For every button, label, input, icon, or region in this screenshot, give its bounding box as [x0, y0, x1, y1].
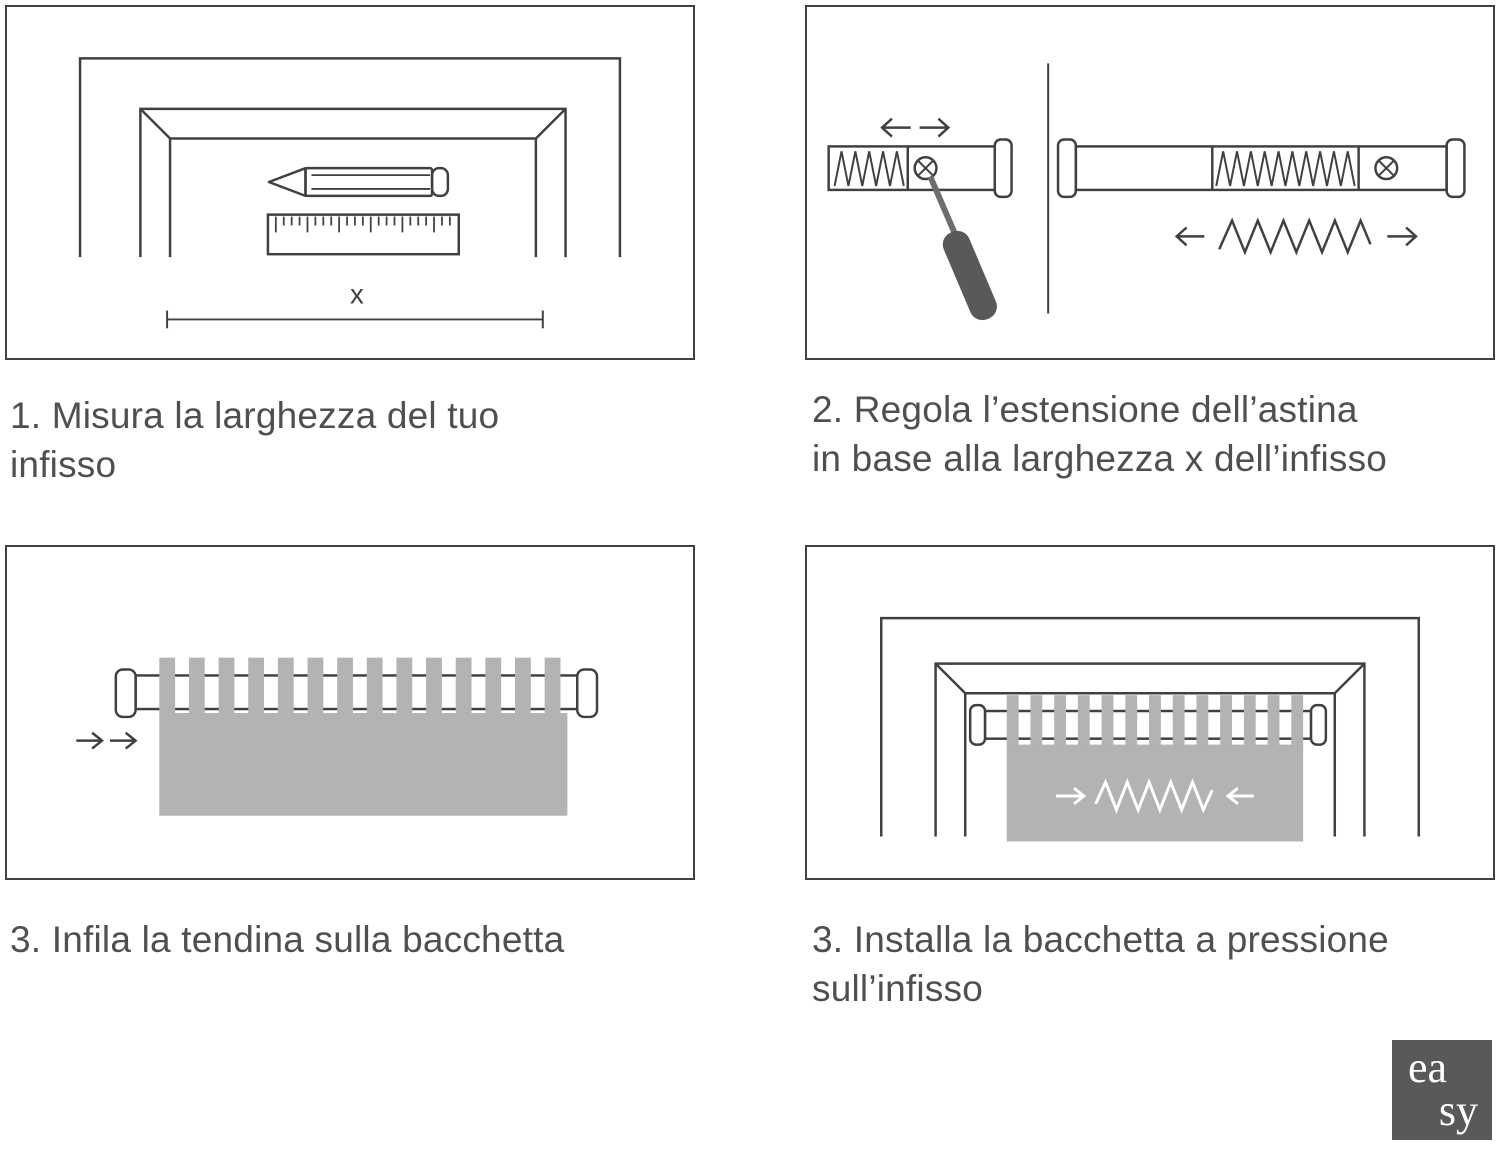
- step1-illustration: x: [78, 57, 622, 329]
- compress-spring-icon: [1056, 778, 1254, 814]
- step2-panel: [805, 5, 1495, 360]
- adjust-arrows-icon: [880, 117, 951, 138]
- measure-line: [166, 310, 544, 329]
- step3-panel: [5, 545, 695, 880]
- window-frame-inner: [139, 107, 567, 258]
- easy-logo-line1: ea: [1408, 1043, 1448, 1092]
- ruler-icon: [266, 213, 460, 256]
- easy-logo-line2: sy: [1438, 1086, 1478, 1135]
- screwdriver-icon: [927, 175, 997, 321]
- step4-caption: 3. Installa la bacchetta a pressione sul…: [812, 916, 1492, 1014]
- step2-illustration: [827, 63, 1466, 321]
- curtain: [1006, 695, 1304, 842]
- thread-arrows-icon: [76, 731, 138, 750]
- extend-spring-icon: [1174, 217, 1418, 256]
- step3-caption-line1: 3. Infila la tendina sulla bacchetta: [10, 919, 565, 960]
- step4-caption-line1: 3. Installa la bacchetta a pressione: [812, 919, 1389, 960]
- step3-illustration: [76, 657, 599, 816]
- measure-label: x: [350, 279, 364, 310]
- step1-caption: 1. Misura la larghezza del tuo infisso: [10, 392, 650, 490]
- step2-caption-line2: in base alla larghezza x dell’infisso: [812, 437, 1388, 479]
- window-frame-inner: [934, 662, 1366, 837]
- step4-illustration: [880, 616, 1420, 842]
- curtain: [159, 657, 568, 816]
- step4-panel: [805, 545, 1495, 880]
- step1-panel: x: [5, 5, 695, 360]
- step1-caption-line2: infisso: [10, 443, 117, 485]
- step2-caption: 2. Regola l’estensione dell’astina in ba…: [812, 386, 1492, 484]
- rod-extended: [1056, 138, 1466, 199]
- pencil-icon: [267, 166, 450, 198]
- step2-caption-line1: 2. Regola l’estensione dell’astina: [812, 389, 1358, 430]
- window-frame-outer: [880, 616, 1420, 837]
- rod: [114, 668, 599, 719]
- step4-caption-line2: sull’infisso: [812, 967, 984, 1009]
- step1-caption-line1: 1. Misura la larghezza del tuo: [10, 395, 500, 436]
- easy-logo: ea sy: [1392, 1040, 1492, 1140]
- step3-caption: 3. Infila la tendina sulla bacchetta: [10, 916, 690, 965]
- rod-compressed: [827, 138, 1013, 199]
- window-frame-outer: [78, 57, 622, 258]
